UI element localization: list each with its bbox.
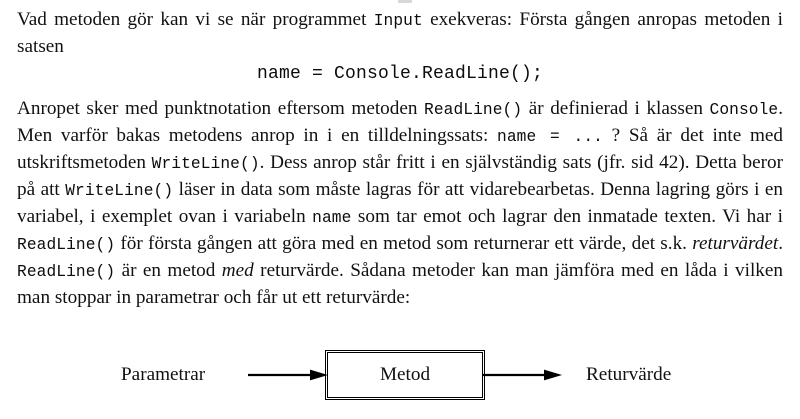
body-text-7: som tar emot och lagrar den inmatade tex… xyxy=(351,206,783,227)
inline-code-name-assign: name = ... xyxy=(497,128,603,146)
code-display-text: name = Console.ReadLine(); xyxy=(256,64,544,84)
scan-artifact xyxy=(398,0,412,3)
body-text-3: . Men varför bakas metodens anrop in i e… xyxy=(17,98,783,146)
intro-text-part-2: exekveras: Första gången anropas metoden… xyxy=(17,9,784,57)
inline-code-input: Input xyxy=(373,12,423,30)
paragraph-intro: Vad metoden gör kan vi se när programmet… xyxy=(17,7,783,60)
body-text-1: Anropet sker med punktnotation eftersom … xyxy=(17,98,425,119)
method-diagram: Parametrar Metod Returvärde xyxy=(0,336,800,419)
inline-code-readline-3: ReadLine() xyxy=(17,263,116,281)
emphasis-returvardet: returvärdet xyxy=(692,233,779,254)
arrow-right-icon-output xyxy=(482,369,562,381)
inline-code-readline-1: ReadLine() xyxy=(424,101,523,119)
body-text-11: returvärde. Sådana metoder kan man jämfö… xyxy=(17,260,783,308)
code-display-line: name = Console.ReadLine(); xyxy=(0,62,800,86)
inline-code-console: Console xyxy=(709,101,779,119)
inline-code-writeline-2: WriteLine() xyxy=(65,182,174,200)
inline-code-name: name xyxy=(312,209,352,227)
body-text-2: är definierad i klassen xyxy=(522,98,710,119)
body-text-4: ? Så är det inte med utskriftsmetoden xyxy=(17,125,783,173)
body-text-9: . xyxy=(778,233,783,254)
inline-code-writeline-1: WriteLine() xyxy=(151,155,260,173)
paragraph-body: Anropet sker med punktnotation eftersom … xyxy=(17,96,783,311)
arrow-right-icon-input xyxy=(248,369,328,381)
body-text-6: läser in data som måste lagras för att v… xyxy=(17,179,783,227)
intro-text-part-1: Vad metoden gör kan vi se när programmet xyxy=(17,9,374,30)
body-text-8: för första gången att göra med en metod … xyxy=(115,233,693,254)
body-text-5: . Dess anrop står fritt i en självständi… xyxy=(17,152,783,200)
diagram-method-box: Metod xyxy=(324,349,486,401)
emphasis-med: med xyxy=(221,260,254,281)
body-text-10: är en metod xyxy=(115,260,222,281)
diagram-method-box-label: Metod xyxy=(379,364,431,385)
diagram-input-label: Parametrar xyxy=(121,364,206,385)
diagram-output-label: Returvärde xyxy=(586,364,672,385)
inline-code-readline-2: ReadLine() xyxy=(17,236,116,254)
